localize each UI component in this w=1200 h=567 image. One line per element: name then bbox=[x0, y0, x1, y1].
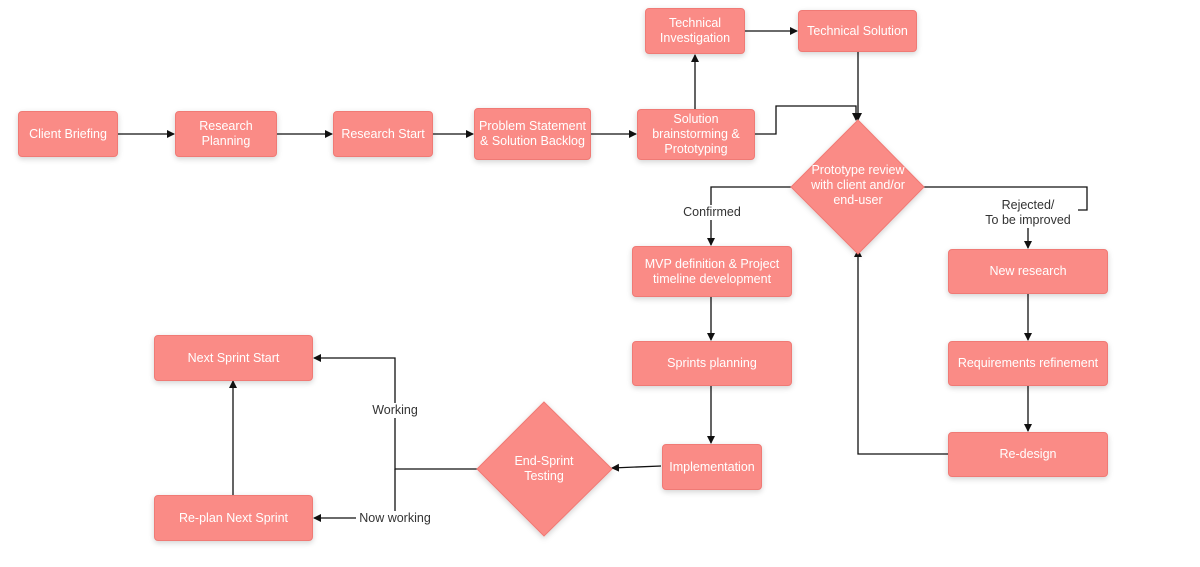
research-start-node: Research Start bbox=[333, 111, 433, 157]
replan-next-sprint-node: Re-plan Next Sprint bbox=[154, 495, 313, 541]
technical-solution-node: Technical Solution bbox=[798, 10, 917, 52]
requirements-refinement-node: Requirements refinement bbox=[948, 341, 1108, 386]
edge-brainstorming-to-review bbox=[755, 105, 860, 135]
end-sprint-testing-diamond bbox=[476, 401, 613, 537]
sprints-planning-label: Sprints planning bbox=[667, 356, 757, 370]
technical-investigation-label: Technical Investigation bbox=[659, 16, 731, 45]
problem-statement-node: Problem Statement & Solution Backlog bbox=[474, 108, 591, 160]
working-edge-label: Working bbox=[367, 403, 423, 418]
redesign-label: Re-design bbox=[999, 447, 1057, 461]
client-briefing-node: Client Briefing bbox=[18, 111, 118, 157]
implementation-label: Implementation bbox=[669, 459, 755, 474]
edge-redesign-to-review bbox=[854, 249, 948, 455]
new-research-label: New research bbox=[989, 264, 1067, 278]
implementation-node: Implementation bbox=[662, 444, 762, 490]
solution-brainstorming-label: Solution brainstorming & Prototyping bbox=[652, 112, 740, 156]
research-start-label: Research Start bbox=[341, 126, 425, 141]
next-sprint-start-node: Next Sprint Start bbox=[154, 335, 313, 381]
mvp-definition-label: MVP definition & Project timeline develo… bbox=[644, 256, 780, 286]
problem-statement-label: Problem Statement & Solution Backlog bbox=[479, 119, 586, 148]
confirmed-edge-label: Confirmed bbox=[680, 205, 744, 220]
research-planning-label: Research Planning bbox=[199, 119, 253, 148]
requirements-refinement-label: Requirements refinement bbox=[957, 356, 1099, 370]
technical-investigation-node: Technical Investigation bbox=[645, 8, 745, 54]
next-sprint-start-label: Next Sprint Start bbox=[187, 350, 280, 365]
solution-brainstorming-node: Solution brainstorming & Prototyping bbox=[637, 109, 755, 160]
new-research-node: New research bbox=[948, 249, 1108, 294]
end-sprint-testing-label: End-Sprint Testing bbox=[514, 454, 574, 483]
replan-next-sprint-label: Re-plan Next Sprint bbox=[178, 510, 289, 525]
technical-solution-label: Technical Solution bbox=[807, 23, 908, 38]
redesign-node: Re-design bbox=[948, 432, 1108, 477]
prototype-review-diamond bbox=[790, 119, 925, 255]
mvp-definition-node: MVP definition & Project timeline develo… bbox=[632, 246, 792, 297]
edge-implementation-to-testing bbox=[611, 463, 662, 472]
prototype-review-label: Prototype review with client and/or end-… bbox=[811, 162, 905, 207]
sprints-planning-node: Sprints planning bbox=[632, 341, 792, 386]
edge-review-to-mvp bbox=[707, 186, 791, 246]
now-working-edge-label: Now working bbox=[356, 511, 434, 526]
research-planning-node: Research Planning bbox=[175, 111, 277, 157]
client-briefing-label: Client Briefing bbox=[29, 126, 107, 141]
rejected-edge-label: Rejected/ To be improved bbox=[978, 198, 1078, 228]
